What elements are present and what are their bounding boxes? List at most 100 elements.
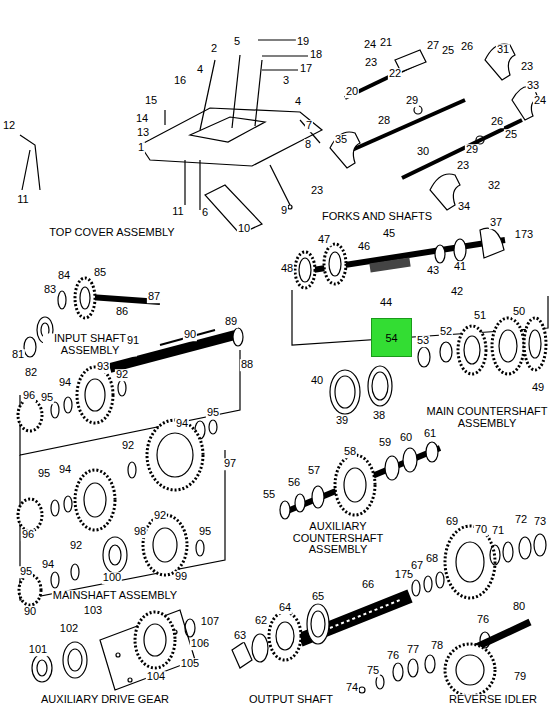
callout-number: 33 [526, 80, 540, 92]
callout-number: 9 [280, 205, 288, 217]
callout-number: 4 [196, 64, 204, 76]
callout-number: 95 [19, 566, 33, 578]
callout-number: 96 [22, 390, 36, 402]
callout-number: 8 [304, 139, 312, 151]
callout-number: 61 [423, 428, 437, 440]
callout-number: 80 [512, 601, 526, 613]
callout-number: 105 [180, 658, 200, 670]
callout-number: 173 [514, 229, 534, 241]
callout-number: 53 [416, 335, 430, 347]
callout-number: 31 [496, 44, 510, 56]
callout-number: 59 [378, 437, 392, 449]
callout-number: 92 [115, 369, 129, 381]
callout-number: FORKS AND SHAFTS [321, 211, 433, 223]
callout-number: OUTPUT SHAFT [248, 694, 334, 706]
callout-number: 101 [28, 644, 48, 656]
callout-number: 24 [533, 95, 547, 107]
callout-number: 5 [233, 36, 241, 48]
callout-number: 90 [23, 606, 37, 618]
callout-number: 2 [210, 43, 218, 55]
callout-number: 44 [379, 297, 393, 309]
callout-number: TOP COVER ASSEMBLY [48, 227, 175, 239]
callout-number: 85 [93, 267, 107, 279]
callout-number: 58 [343, 446, 357, 458]
callout-number: 60 [399, 432, 413, 444]
group-title: AUXILIARY COUNTERSHAFT ASSEMBLY [282, 521, 394, 556]
callout-number: 10 [237, 223, 251, 235]
callout-number: 103 [83, 605, 103, 617]
callout-number: 6 [201, 207, 209, 219]
callout-number: 102 [59, 623, 79, 635]
callout-number: 64 [278, 602, 292, 614]
callout-number: 55 [262, 489, 276, 501]
callout-number: 30 [416, 146, 430, 158]
callout-number: 23 [310, 185, 324, 197]
callout-number: 19 [296, 36, 310, 48]
callout-number: 29 [465, 144, 479, 156]
callout-number: 14 [135, 113, 149, 125]
callout-number: 94 [58, 464, 72, 476]
callout-number: 50 [512, 306, 526, 318]
callout-number: 52 [439, 326, 453, 338]
callout-number: 99 [174, 571, 188, 583]
callout-number: 83 [43, 284, 57, 296]
callout-number: 39 [335, 415, 349, 427]
callout-number: 22 [388, 68, 402, 80]
callout-number: 66 [361, 579, 375, 591]
callout-number: 63 [233, 630, 247, 642]
callout-number: 34 [457, 201, 471, 213]
callout-number: 41 [453, 261, 467, 273]
callout-number: 82 [24, 367, 38, 379]
callout-number: 98 [133, 526, 147, 538]
callout-number: 106 [190, 638, 210, 650]
callout-number: 74 [345, 682, 359, 694]
callout-number: 38 [372, 410, 386, 422]
callout-number: 4 [294, 96, 302, 108]
callout-number: 104 [146, 671, 166, 683]
callout-number: 27 [426, 40, 440, 52]
callout-number: 93 [96, 361, 110, 373]
callout-number: 29 [405, 95, 419, 107]
callout-number: 94 [58, 377, 72, 389]
callout-number: 24 [363, 39, 377, 51]
callout-number: 7 [305, 120, 313, 132]
callout-number: 1 [137, 142, 145, 154]
callout-number: 12 [2, 120, 16, 132]
callout-number: 69 [445, 516, 459, 528]
callout-number: 92 [69, 540, 83, 552]
callout-number: 48 [280, 263, 294, 275]
callout-number: 42 [450, 286, 464, 298]
callout-number: 76 [386, 650, 400, 662]
callout-number: MAINSHAFT ASSEMBLY [52, 590, 178, 602]
callout-number: 68 [425, 553, 439, 565]
callout-number: 79 [513, 671, 527, 683]
group-title: MAIN COUNTERSHAFT ASSEMBLY [424, 406, 550, 429]
callout-number: 47 [317, 234, 331, 246]
callout-number: 96 [21, 529, 35, 541]
callout-number: 91 [126, 335, 140, 347]
callout-number: 51 [473, 310, 487, 322]
callout-number: 97 [223, 458, 237, 470]
callout-number: 32 [487, 180, 501, 192]
group-title: INPUT SHAFT ASSEMBLY [43, 333, 137, 356]
highlight-box: 54 [371, 318, 412, 357]
callout-number: 57 [307, 465, 321, 477]
callout-number: 49 [531, 382, 545, 394]
callout-number: 37 [489, 217, 503, 229]
callout-number: 95 [40, 392, 54, 404]
callout-number: 95 [198, 526, 212, 538]
callout-number: 72 [514, 514, 528, 526]
callout-number: 35 [334, 134, 348, 146]
callout-number: 77 [406, 644, 420, 656]
callout-number: 100 [102, 572, 122, 584]
callout-number: 13 [136, 127, 150, 139]
callout-number: 65 [311, 591, 325, 603]
callout-number: 46 [357, 241, 371, 253]
callout-number: 81 [11, 349, 25, 361]
callout-number: 71 [491, 525, 505, 537]
callout-number: 84 [57, 270, 71, 282]
callout-number: 25 [441, 45, 455, 57]
callout-number: 90 [183, 329, 197, 341]
callout-number: 78 [430, 640, 444, 652]
callout-number: 26 [460, 41, 474, 53]
